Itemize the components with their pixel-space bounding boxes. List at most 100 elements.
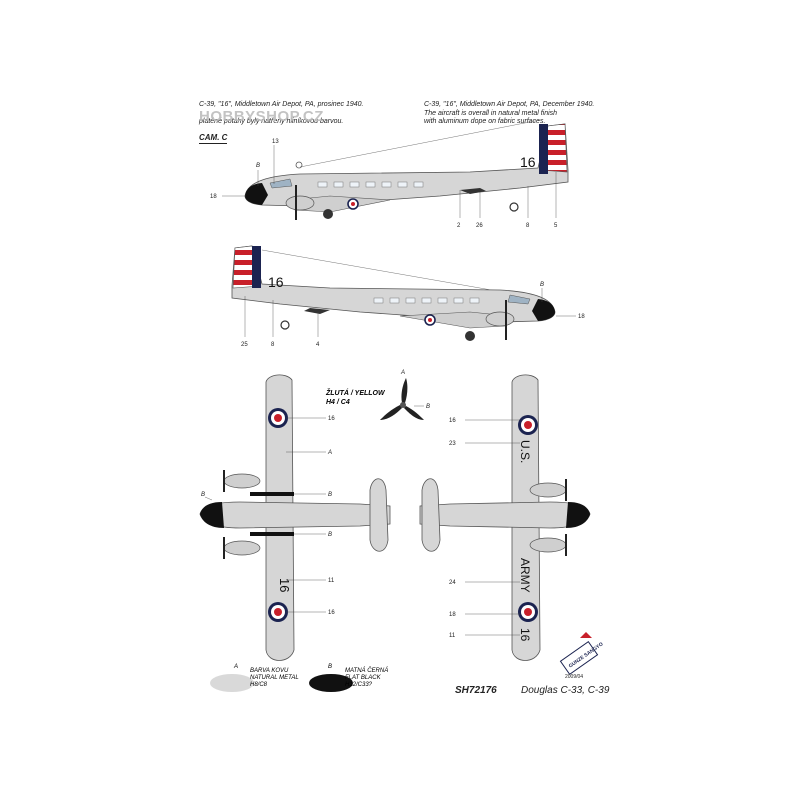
legend-b-line1: MATNÁ ČERNÁ	[345, 668, 389, 674]
callout-24: 24	[449, 580, 456, 586]
caption-english-line-3: with aluminum dope on fabric surfaces.	[424, 118, 546, 125]
radio-antenna-wire	[299, 119, 541, 168]
legend-a-line3: H8/C8	[250, 682, 268, 688]
cockpit-window-2	[507, 294, 531, 305]
callout-16-top-1: 16	[328, 416, 335, 422]
prop-label-a: A	[400, 370, 405, 376]
caption-english-line-2: The aircraft is overall in natural metal…	[424, 109, 558, 117]
legend-swatch-natural-metal	[210, 674, 254, 692]
walkway-top-1	[250, 492, 294, 496]
callout-b-top-1: B	[328, 492, 332, 498]
engine-nacelle-2	[485, 311, 515, 327]
legend-a-line1: BARVA KOVU	[250, 668, 289, 674]
windows-side-2	[373, 297, 480, 304]
exhaust-stain-1	[460, 188, 486, 194]
legend-b-line3: H12/C33?	[345, 682, 373, 688]
legend-key-b: B	[328, 664, 333, 670]
top-view: 16 16 A B B B 11 16	[199, 374, 391, 661]
nose-black-1	[245, 183, 268, 205]
callout-b-side-2: B	[540, 282, 544, 288]
nose-black-2	[532, 299, 555, 321]
prop-blade-1	[401, 378, 408, 403]
prop-label-b: B	[426, 404, 430, 410]
callout-16-top-2: 16	[328, 610, 335, 616]
callout-2: 2	[457, 223, 461, 229]
callout-8-side-2: 8	[271, 342, 275, 348]
antenna-loop	[295, 161, 303, 169]
wing-us-marking: U.S.	[518, 440, 532, 463]
callout-b-nose-top: B	[201, 492, 205, 498]
callout-b-side-1: B	[256, 163, 260, 169]
engine-nacelle-1	[285, 195, 315, 211]
wing-army-marking: ARMY	[518, 558, 532, 593]
callout-18-bottom: 18	[449, 612, 456, 618]
callout-11-bottom: 11	[449, 633, 456, 639]
main-gear-1	[323, 209, 333, 219]
cockpit-window-1	[269, 178, 293, 189]
fuselage-bottom	[419, 501, 591, 529]
engine-top-1	[223, 473, 261, 489]
fuselage-top	[199, 501, 391, 529]
callout-16-bottom: 16	[449, 418, 456, 424]
side-view-left: 16 13 B 18 2 26 8 5	[210, 119, 569, 229]
engine-bottom-2	[529, 537, 567, 553]
main-gear-2	[465, 331, 475, 341]
side-view-right: 16 B 18 25 8 4	[231, 245, 585, 348]
caption-czech-line-1: C-39, "16", Middletown Air Depot, PA, pr…	[199, 101, 364, 108]
sheet-date: 2009/04	[565, 674, 584, 680]
callout-lines-side-2	[244, 288, 576, 337]
prop-blade-2	[380, 405, 402, 420]
camo-label: CAM. C	[199, 133, 228, 144]
caption-english-line-1: C-39, "16", Middletown Air Depot, PA, De…	[424, 101, 595, 108]
callout-18-side-1: 18	[210, 194, 217, 200]
prop-hub	[400, 402, 406, 408]
legend-a-line2: NATURAL METAL	[250, 675, 299, 681]
legend-swatch-flat-black	[309, 674, 353, 692]
tail-wheel-2	[280, 320, 290, 330]
prop-blade-3	[404, 406, 424, 420]
tail-wheel-1	[509, 202, 519, 212]
callout-18-side-2: 18	[578, 314, 585, 320]
model-name: Douglas C-33, C-39	[521, 685, 610, 696]
nose-top-black	[200, 502, 224, 528]
walkway-top-2	[250, 532, 294, 536]
caption-czech: C-39, "16", Middletown Air Depot, PA, pr…	[199, 101, 399, 127]
radio-antenna-wire-2	[261, 249, 521, 296]
nose-bottom-black	[566, 502, 590, 528]
callout-b-top-2: B	[328, 532, 332, 538]
wing-number-bottom: 16	[518, 628, 532, 642]
legend-b-line2: FLAT BLACK	[345, 675, 381, 681]
callout-11-top: 11	[328, 578, 335, 584]
gunze-sangyo-logo: GUNZE SANGYO	[559, 632, 605, 676]
callout-lines-side-1	[222, 145, 557, 218]
caption-english: C-39, "16", Middletown Air Depot, PA, De…	[424, 101, 634, 127]
windows-side-1	[317, 181, 424, 188]
propeller-detail: A B	[380, 370, 430, 420]
bottom-view: U.S. ARMY 16 16 23 24 18 11	[419, 374, 591, 661]
wing-number-top: 16	[277, 578, 292, 592]
tailplane-bottom	[421, 478, 441, 552]
engine-bottom-1	[529, 482, 567, 498]
product-code: SH72176	[455, 685, 497, 696]
callout-4: 4	[316, 342, 320, 348]
propeller-color-codes: H4 / C4	[326, 399, 350, 406]
rudder-blue-band-1	[539, 124, 548, 174]
watermark: HOBBYSHOP.CZ	[199, 108, 324, 125]
tailplane-top	[369, 478, 389, 552]
caption-czech-line-3: plátěné potahy byly natřeny hliníkovou b…	[199, 118, 344, 125]
propeller-color-note: ŽLUTÁ / YELLOW H4 / C4	[326, 389, 385, 407]
callout-23: 23	[449, 441, 456, 447]
legend-a-text: BARVA KOVU NATURAL METAL H8/C8	[250, 668, 299, 689]
callout-8-side-1: 8	[526, 223, 530, 229]
callout-26: 26	[476, 223, 483, 229]
rudder-blue-band-2	[252, 246, 261, 288]
tail-number-2: 16	[268, 274, 284, 290]
callout-13: 13	[272, 139, 279, 145]
exhaust-stain-2	[304, 308, 330, 314]
tail-number-1: 16	[520, 154, 536, 170]
callout-25: 25	[241, 342, 248, 348]
callout-lines-top	[204, 417, 326, 613]
propeller-color-label: ŽLUTÁ / YELLOW	[326, 390, 385, 397]
